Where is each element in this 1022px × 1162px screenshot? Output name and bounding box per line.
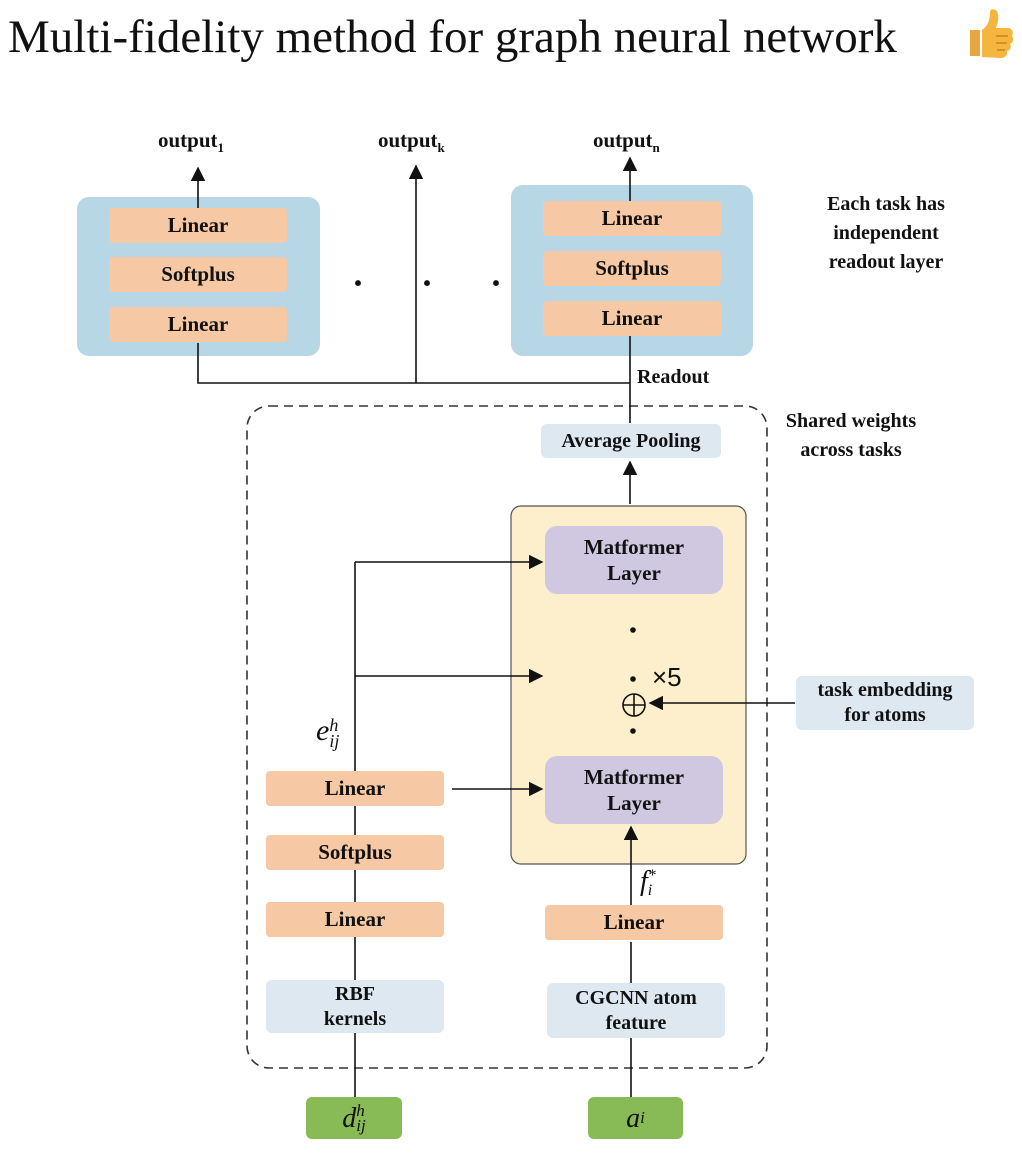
readout-left-linear-top: Linear bbox=[109, 208, 287, 243]
cgcnn-atom-feature-box: CGCNN atom feature bbox=[547, 983, 725, 1038]
output-1-label: output1 bbox=[158, 128, 225, 156]
page-title: Multi-fidelity method for graph neural n… bbox=[8, 11, 897, 63]
readout-label: Readout bbox=[637, 366, 710, 388]
readout-left-linear-bottom: Linear bbox=[109, 307, 287, 342]
readout-right-linear-top: Linear bbox=[543, 201, 721, 236]
add-operator-icon bbox=[622, 693, 646, 717]
matformer-layer-top: Matformer Layer bbox=[545, 526, 723, 594]
readout-left-softplus: Softplus bbox=[109, 257, 287, 292]
task-embedding-box: task embedding for atoms bbox=[796, 676, 974, 730]
edge-softplus: Softplus bbox=[266, 835, 444, 870]
stack-dot bbox=[630, 627, 636, 633]
output-n-label: outputn bbox=[593, 128, 660, 156]
shared-weights-note: Shared weights across tasks bbox=[785, 410, 917, 461]
average-pooling-box: Average Pooling bbox=[541, 424, 721, 458]
matformer-layer-bottom: Matformer Layer bbox=[545, 756, 723, 824]
edge-linear-bottom: Linear bbox=[266, 902, 444, 937]
node-linear: Linear bbox=[545, 905, 723, 940]
node-feature-label: f*i bbox=[640, 866, 656, 899]
readout-right-softplus: Softplus bbox=[543, 251, 721, 286]
output-k-label: outputk bbox=[378, 128, 445, 156]
branch-ellipsis: · · · bbox=[352, 263, 527, 303]
stack-dot bbox=[630, 728, 636, 734]
readout-right-linear-bottom: Linear bbox=[543, 301, 721, 336]
edge-linear-top: Linear bbox=[266, 771, 444, 806]
shared-weights-region bbox=[246, 405, 768, 1069]
repeat-label: ×5 bbox=[652, 662, 682, 692]
readout-bus bbox=[197, 343, 630, 384]
stack-dot bbox=[630, 676, 636, 682]
thumbs-up-icon bbox=[970, 9, 1014, 58]
rbf-kernels-box: RBF kernels bbox=[266, 980, 444, 1033]
readout-note: Each task has independent readout layer bbox=[827, 193, 945, 273]
